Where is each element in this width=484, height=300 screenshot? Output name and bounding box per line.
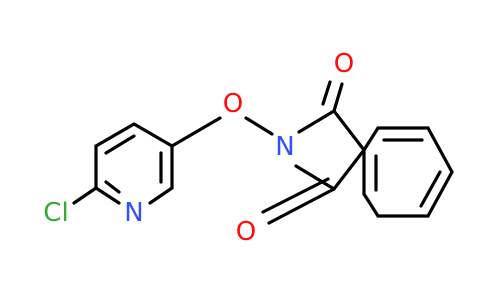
bond-cbottom-o <box>267 187 336 225</box>
pyridine-ring <box>94 122 174 205</box>
bond-c3-c4-inner <box>104 134 136 155</box>
bond-b4-b5-inner <box>419 170 442 208</box>
bond-b1-b2 <box>362 126 380 152</box>
bond-c3-c4 <box>94 122 136 148</box>
bond-n1-c2-inner <box>104 180 121 194</box>
imide-nitrogen-label: N <box>275 132 294 162</box>
bond-o-n <box>244 116 274 136</box>
benzene-ring <box>362 126 454 218</box>
bond-cbottom-c7a <box>332 148 366 191</box>
bond-c2-cl <box>72 186 98 205</box>
bottom-carbonyl-oxygen-label: O <box>236 217 256 247</box>
bond-ctop-c3a <box>332 109 366 152</box>
bond-n1-c2 <box>94 186 121 205</box>
bond-n-ctop <box>297 109 336 134</box>
top-carbonyl-oxygen-label: O <box>334 49 354 79</box>
bond-c6-n1 <box>148 186 174 205</box>
phthalimide-core <box>261 80 366 225</box>
bond-b6-b1 <box>362 192 380 218</box>
ether-oxygen-label: O <box>223 89 243 119</box>
bond-ctop-o <box>332 82 344 113</box>
bond-b3-b4 <box>426 126 454 174</box>
bond-b4-b5 <box>426 170 454 218</box>
bond-c4-c5 <box>132 122 174 148</box>
bond-cbottom-o-double <box>261 177 330 214</box>
bond-n-cbottom <box>294 164 336 191</box>
bond-c5-o <box>170 116 222 148</box>
bond-ctop-o-double <box>321 80 332 106</box>
pyridine-nitrogen-label: N <box>124 198 143 228</box>
chlorine-atom-label: Cl <box>43 198 68 228</box>
